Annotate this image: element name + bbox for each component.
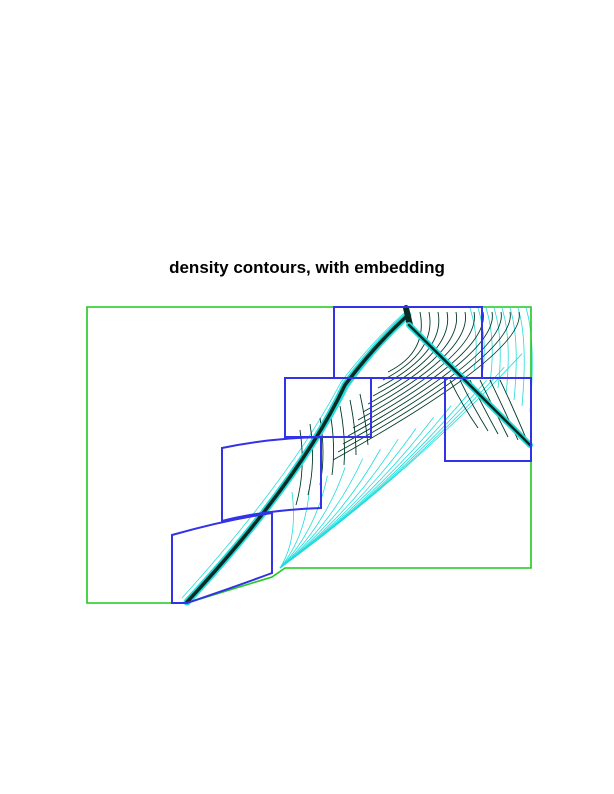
coarse-contour-line xyxy=(372,311,449,397)
coarse-contour-line xyxy=(342,311,502,445)
domain-boundary xyxy=(86,306,532,604)
fine-contour-line xyxy=(181,312,405,599)
grid-patch-right xyxy=(444,377,532,462)
fan-contour-line xyxy=(279,467,346,569)
coarse-contour-line xyxy=(337,311,511,453)
fine-contour-line xyxy=(493,307,501,389)
grid-patch-bottom xyxy=(171,511,273,604)
embedding-grids xyxy=(171,306,532,604)
coarse-contour-line xyxy=(499,379,529,444)
fine-contour-line xyxy=(517,307,525,407)
fan-contour-line xyxy=(279,448,381,569)
coarse-contour-line xyxy=(347,311,493,437)
grid-patch-middle xyxy=(221,435,322,523)
grid-patch-upper xyxy=(284,377,372,438)
coarse-contour-line xyxy=(357,311,475,421)
coarse-contour-line xyxy=(352,311,484,429)
reflected-shock xyxy=(407,323,532,447)
fan-contour-line xyxy=(279,353,523,569)
coarse-contour-line xyxy=(449,379,479,429)
fine-contour-line xyxy=(485,307,493,383)
coarse-contour-line xyxy=(387,311,422,373)
coarse-contour-line xyxy=(307,423,314,496)
coarse-contour-line xyxy=(329,411,335,476)
domain-outline xyxy=(86,306,532,604)
coarse-contour-line xyxy=(359,393,369,446)
shock-lines xyxy=(183,305,533,606)
coarse-contour-line xyxy=(382,311,431,381)
fan-contour-line xyxy=(279,438,399,569)
fan-contour-line xyxy=(279,417,434,569)
coarse-contour-line xyxy=(332,311,520,461)
coarse-contour-line xyxy=(459,379,489,432)
fan-contour-line xyxy=(279,483,311,569)
coarse-contour-line xyxy=(377,311,440,389)
fine-contour-line xyxy=(501,307,509,395)
fan-contour-line xyxy=(279,491,294,569)
fan-contour-line xyxy=(279,458,364,569)
fine-contour-line xyxy=(509,307,517,401)
fan-contour-line xyxy=(279,475,328,569)
coarse-contour-line xyxy=(349,399,357,456)
fine-contour-line xyxy=(469,307,477,371)
figure-title: density contours, with embedding xyxy=(169,258,445,277)
grid-patch-top xyxy=(333,306,483,379)
oblique-shock xyxy=(185,313,410,604)
